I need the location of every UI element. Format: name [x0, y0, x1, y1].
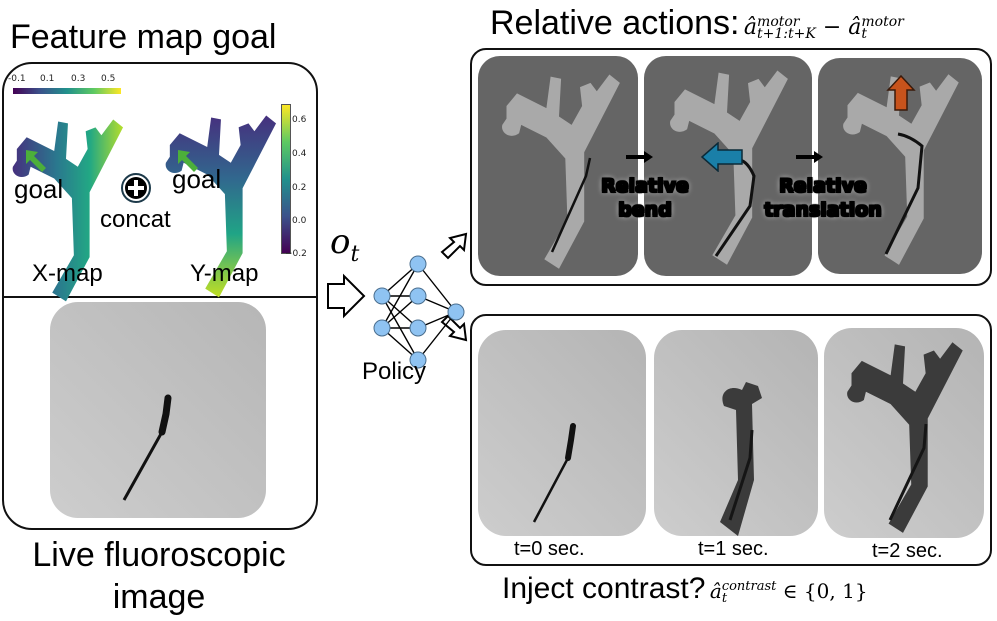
network-node	[447, 303, 465, 321]
formula-sub: t+1:t+K	[757, 26, 816, 42]
action-frame-1	[478, 56, 638, 276]
formula-set: ∈ {0, 1}	[782, 579, 868, 603]
x-colorbar-tick: -0.1	[8, 74, 26, 84]
live-image-title-line2: image	[112, 578, 206, 616]
y-colorbar-tick: 0.4	[292, 149, 307, 159]
formula-a: â	[743, 15, 758, 40]
policy-network-diagram	[320, 220, 480, 390]
x-colorbar-tick: 0.3	[71, 74, 86, 84]
contrast-panel: t=0 sec. t=1 sec. t=2 sec.	[470, 314, 992, 566]
formula-sup: contrast	[721, 578, 777, 594]
step-arrow-icon	[796, 150, 824, 164]
formula-sup: motor	[757, 14, 800, 30]
input-arrow-icon	[327, 273, 366, 319]
formula-minus: −	[822, 15, 842, 40]
y-colorbar-tick: 0.2	[292, 183, 307, 193]
goal-label: goal	[172, 164, 222, 194]
frame-label-t0: t=0 sec.	[514, 538, 585, 560]
panel-divider	[4, 296, 316, 298]
formula-sub: t	[721, 590, 728, 606]
concat-plus-icon	[120, 172, 152, 204]
translation-label-line1: Relative	[779, 175, 867, 198]
bend-arrow-icon	[700, 142, 744, 172]
y-colorbar	[281, 104, 291, 254]
x-colorbar-tick: 0.5	[101, 74, 116, 84]
y-colorbar-tick: −0.2	[285, 249, 307, 259]
formula-a: â	[848, 15, 862, 40]
live-image-title: Live fluoroscopic image	[14, 534, 304, 618]
contrast-frame-t1	[654, 330, 818, 536]
network-node	[409, 351, 427, 369]
bend-label-line1: Relative	[601, 175, 689, 198]
y-colorbar-tick: 0.6	[292, 115, 307, 125]
network-node	[409, 255, 427, 273]
translation-label-line2: translation	[764, 199, 882, 222]
feature-map-goal-title: Feature map goal	[10, 18, 277, 56]
goal-arrow-icon	[176, 148, 200, 172]
observation-subscript: t	[350, 241, 360, 267]
x-colorbar-tick: 0.1	[40, 74, 55, 84]
live-image-title-line1: Live fluoroscopic	[32, 536, 286, 574]
output-arrow-top-icon	[440, 232, 468, 260]
x-colorbar	[13, 88, 121, 94]
formula-sub: t	[861, 26, 868, 42]
formula-a: â	[709, 579, 722, 603]
contrast-frame-t0	[478, 330, 646, 536]
relative-translation-label: Relative translation	[760, 174, 886, 222]
step-arrow-icon	[626, 150, 654, 164]
live-fluoroscopic-image	[50, 302, 266, 518]
policy-label: Policy	[362, 358, 427, 385]
network-node	[373, 287, 391, 305]
y-map-label: Y-map	[190, 260, 259, 287]
network-node	[373, 319, 391, 337]
action-frame-2	[644, 56, 812, 276]
goal-label: goal	[14, 174, 64, 204]
observation-symbol: o	[330, 222, 351, 262]
concat-label: concat	[100, 206, 171, 233]
relative-bend-label: Relative bend	[590, 174, 700, 222]
bend-label-line2: bend	[618, 199, 672, 222]
y-colorbar-tick: 0.0	[292, 216, 307, 226]
goal-arrow-icon	[24, 148, 48, 172]
translation-arrow-icon	[886, 74, 916, 112]
inject-contrast-label: Inject contrast?	[502, 572, 706, 605]
observation-label: ot	[330, 222, 359, 267]
frame-label-t2: t=2 sec.	[872, 540, 943, 562]
network-node	[409, 287, 427, 305]
relative-actions-label: Relative actions:	[490, 4, 740, 42]
relative-actions-panel: Relative bend Relative translation	[470, 48, 992, 286]
network-node	[409, 319, 427, 337]
contrast-frame-t2	[824, 328, 984, 538]
left-panel: -0.1 0.1 0.3 0.5 goal goal concat 0.6 0.…	[2, 62, 318, 530]
frame-label-t1: t=1 sec.	[698, 538, 769, 560]
formula-sup: motor	[861, 14, 904, 30]
x-map-label: X-map	[32, 260, 103, 287]
